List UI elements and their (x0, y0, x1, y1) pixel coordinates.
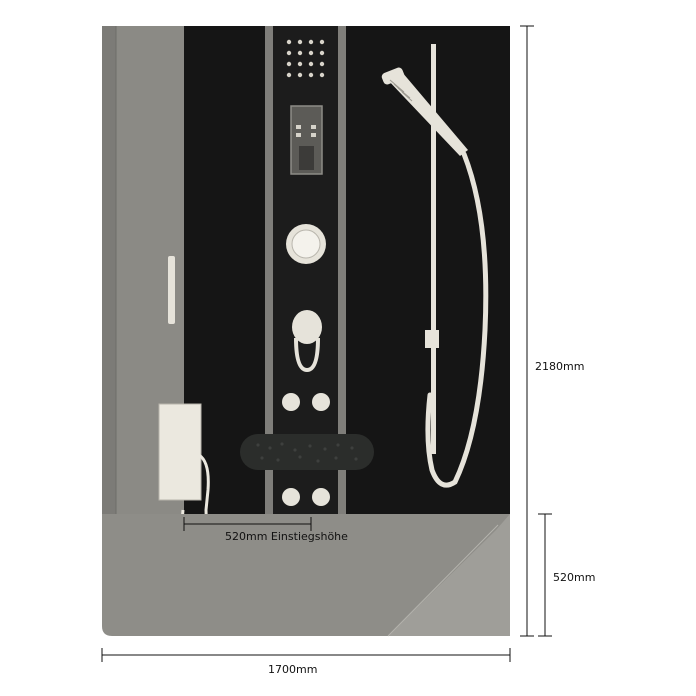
mixer-lever (292, 310, 322, 373)
valve-button-lower-right (312, 488, 330, 506)
hand-shower (381, 67, 489, 488)
total-height-label: 2180mm (535, 360, 584, 373)
control-panel (290, 105, 323, 175)
door-handle (168, 256, 175, 324)
step-height-label: 520mm Einstiegshöhe (225, 530, 348, 543)
shower-tray (102, 514, 510, 637)
round-control-knob (286, 224, 326, 264)
rain-shower-nozzles (286, 39, 325, 78)
cabin-left-inner-edge (102, 26, 116, 514)
column-right-rail (338, 26, 346, 516)
valve-button-lower-left (282, 488, 300, 506)
total-width-dimension: 1700mm (101, 648, 511, 676)
total-width-label: 1700mm (268, 663, 317, 676)
column-left-rail (265, 26, 273, 516)
massage-jet-panel (240, 434, 374, 470)
shower-hose (425, 151, 489, 488)
valve-button-upper-left (282, 393, 300, 411)
tray-height-label: 520mm (553, 571, 595, 584)
step-height-dimension: 520mm Einstiegshöhe (183, 517, 348, 543)
tray-height-dimension: 520mm (538, 513, 595, 637)
shower-slide-rail (425, 44, 439, 454)
total-height-dimension: 2180mm (520, 25, 584, 637)
valve-button-upper-right (312, 393, 330, 411)
